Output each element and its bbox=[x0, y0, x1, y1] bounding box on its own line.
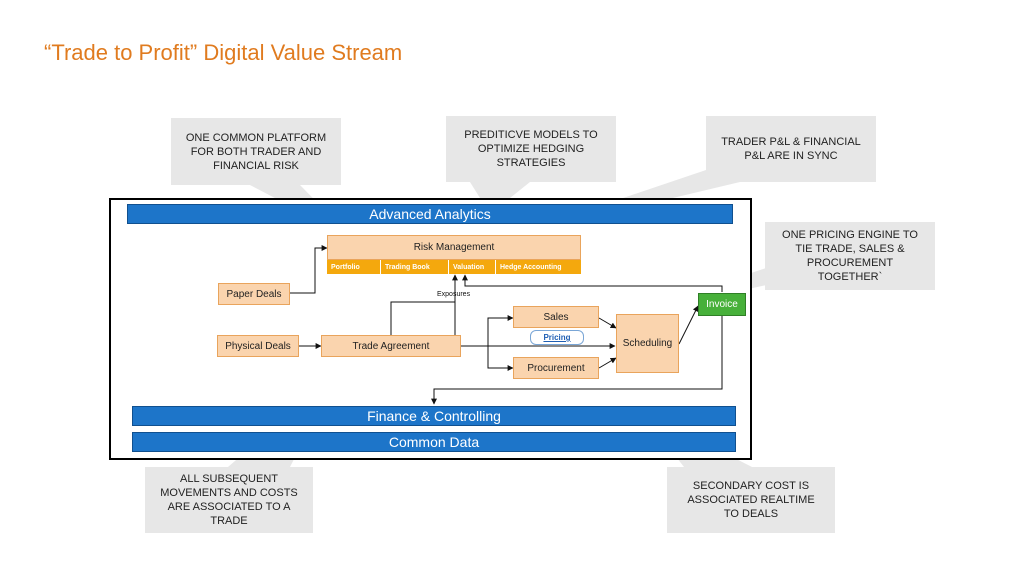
connector-procurement-to-scheduling bbox=[598, 357, 617, 369]
callout-predictive-models: PREDITICVE MODELS TO OPTIMIZE HEDGING ST… bbox=[446, 116, 616, 182]
risk-strip-hedge-accounting: Hedge Accounting bbox=[496, 260, 581, 274]
callout-secondary-cost: SECONDARY COST IS ASSOCIATED REALTIME TO… bbox=[667, 467, 835, 533]
risk-management-box: Risk Management bbox=[327, 235, 581, 260]
callout-subsequent-movements: ALL SUBSEQUENT MOVEMENTS AND COSTS ARE A… bbox=[145, 467, 313, 533]
risk-strip-trading-book: Trading Book bbox=[381, 260, 449, 274]
connector-scheduling-to-invoice bbox=[678, 305, 699, 345]
risk-strip-valuation: Valuation bbox=[449, 260, 496, 274]
invoice-box: Invoice bbox=[698, 293, 746, 316]
callout-common-platform: ONE COMMON PLATFORM FOR BOTH TRADER AND … bbox=[171, 118, 341, 185]
pricing-link[interactable]: Pricing bbox=[530, 330, 584, 345]
exposures-label: Exposures bbox=[437, 291, 471, 298]
callout-pnl-sync: TRADER P&L & FINANCIAL P&L ARE IN SYNC bbox=[706, 116, 876, 182]
trade-agreement-box: Trade Agreement bbox=[321, 335, 461, 357]
sales-box: Sales bbox=[513, 306, 599, 328]
paper-deals-box: Paper Deals bbox=[218, 283, 290, 305]
scheduling-box: Scheduling bbox=[616, 314, 679, 373]
connector-exposures bbox=[390, 274, 458, 335]
physical-deals-box: Physical Deals bbox=[217, 335, 299, 357]
connector-invoice-to-finance bbox=[431, 316, 723, 405]
finance-controlling-band: Finance & Controlling bbox=[132, 406, 736, 426]
connector-to-procurement bbox=[487, 346, 514, 371]
procurement-box: Procurement bbox=[513, 357, 599, 379]
connector-to-sales bbox=[487, 315, 514, 346]
risk-strip-portfolio: Portfolio bbox=[327, 260, 381, 274]
common-data-band: Common Data bbox=[132, 432, 736, 452]
connector-paper-to-risk bbox=[290, 245, 328, 294]
advanced-analytics-band: Advanced Analytics bbox=[127, 204, 733, 224]
connector-invoice-to-risk bbox=[462, 274, 723, 292]
callout-pricing-engine: ONE PRICING ENGINE TO TIE TRADE, SALES &… bbox=[765, 222, 935, 290]
page-title: “Trade to Profit” Digital Value Stream bbox=[44, 40, 403, 65]
risk-strip: Portfolio Trading Book Valuation Hedge A… bbox=[327, 260, 581, 274]
connector-sales-to-scheduling bbox=[598, 317, 617, 329]
